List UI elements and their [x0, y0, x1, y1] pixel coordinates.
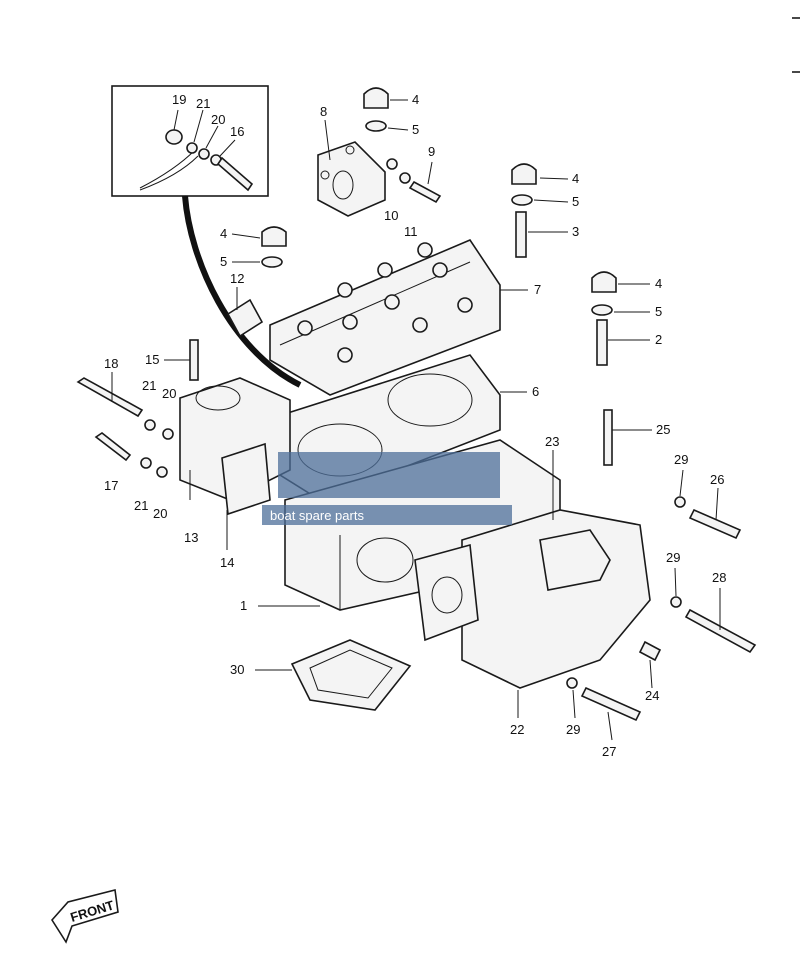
callout-9: 9 — [428, 144, 435, 159]
callout-4: 4 — [412, 92, 419, 107]
callout-11: 11 — [404, 224, 418, 239]
callout-27: 27 — [602, 744, 616, 759]
page-corner-marks — [792, 17, 800, 73]
callout-8: 8 — [320, 104, 327, 119]
callout-29: 29 — [674, 452, 688, 467]
callout-30: 30 — [230, 662, 244, 677]
callout-20b: 20 — [162, 386, 176, 401]
callout-21c: 21 — [134, 498, 148, 513]
callout-15: 15 — [145, 352, 159, 367]
callout-26: 26 — [710, 472, 724, 487]
callout-29c: 29 — [566, 722, 580, 737]
callout-4d: 4 — [655, 276, 662, 291]
callout-24: 24 — [645, 688, 659, 703]
base-gasket-part — [290, 639, 412, 711]
watermark: boat spare parts — [262, 452, 512, 525]
callout-4c: 4 — [220, 226, 227, 241]
callout-5: 5 — [412, 122, 419, 137]
inset-detail-box — [111, 85, 269, 197]
cylinder-head-part — [269, 239, 501, 396]
callout-7: 7 — [534, 282, 541, 297]
callout-5b: 5 — [572, 194, 579, 209]
callout-2: 2 — [655, 332, 662, 347]
callout-6: 6 — [532, 384, 539, 399]
callout-5c: 5 — [220, 254, 227, 269]
watermark-text: boat spare parts — [270, 508, 364, 523]
callout-28: 28 — [712, 570, 726, 585]
callout-17: 17 — [104, 478, 118, 493]
callout-20: 20 — [211, 112, 225, 127]
bracket-part — [317, 141, 386, 217]
front-arrow: FRONT — [51, 889, 119, 944]
front-label: FRONT — [68, 897, 115, 924]
hose-line — [182, 195, 302, 388]
callout-13: 13 — [184, 530, 198, 545]
callout-1: 1 — [240, 598, 247, 613]
callout-19: 19 — [172, 92, 186, 107]
intake-manifold-part — [179, 377, 291, 516]
leader-lines — [111, 99, 721, 741]
callout-23: 23 — [545, 434, 559, 449]
callout-4b: 4 — [572, 171, 579, 186]
callout-3: 3 — [572, 224, 579, 239]
callout-18: 18 — [104, 356, 118, 371]
callout-5d: 5 — [655, 304, 662, 319]
callout-16: 16 — [230, 124, 244, 139]
callout-12: 12 — [230, 271, 244, 286]
callout-10: 10 — [384, 208, 398, 223]
callout-22: 22 — [510, 722, 524, 737]
callout-14: 14 — [220, 555, 234, 570]
callout-numbers: 19 21 20 16 8 4 5 9 10 11 4 5 3 4 5 12 7… — [104, 92, 726, 759]
bolts-group — [76, 339, 757, 722]
callout-21: 21 — [196, 96, 210, 111]
callout-29b: 29 — [666, 550, 680, 565]
callout-25: 25 — [656, 422, 670, 437]
callout-20c: 20 — [153, 506, 167, 521]
exhaust-manifold-part — [414, 509, 651, 689]
callout-21b: 21 — [142, 378, 156, 393]
